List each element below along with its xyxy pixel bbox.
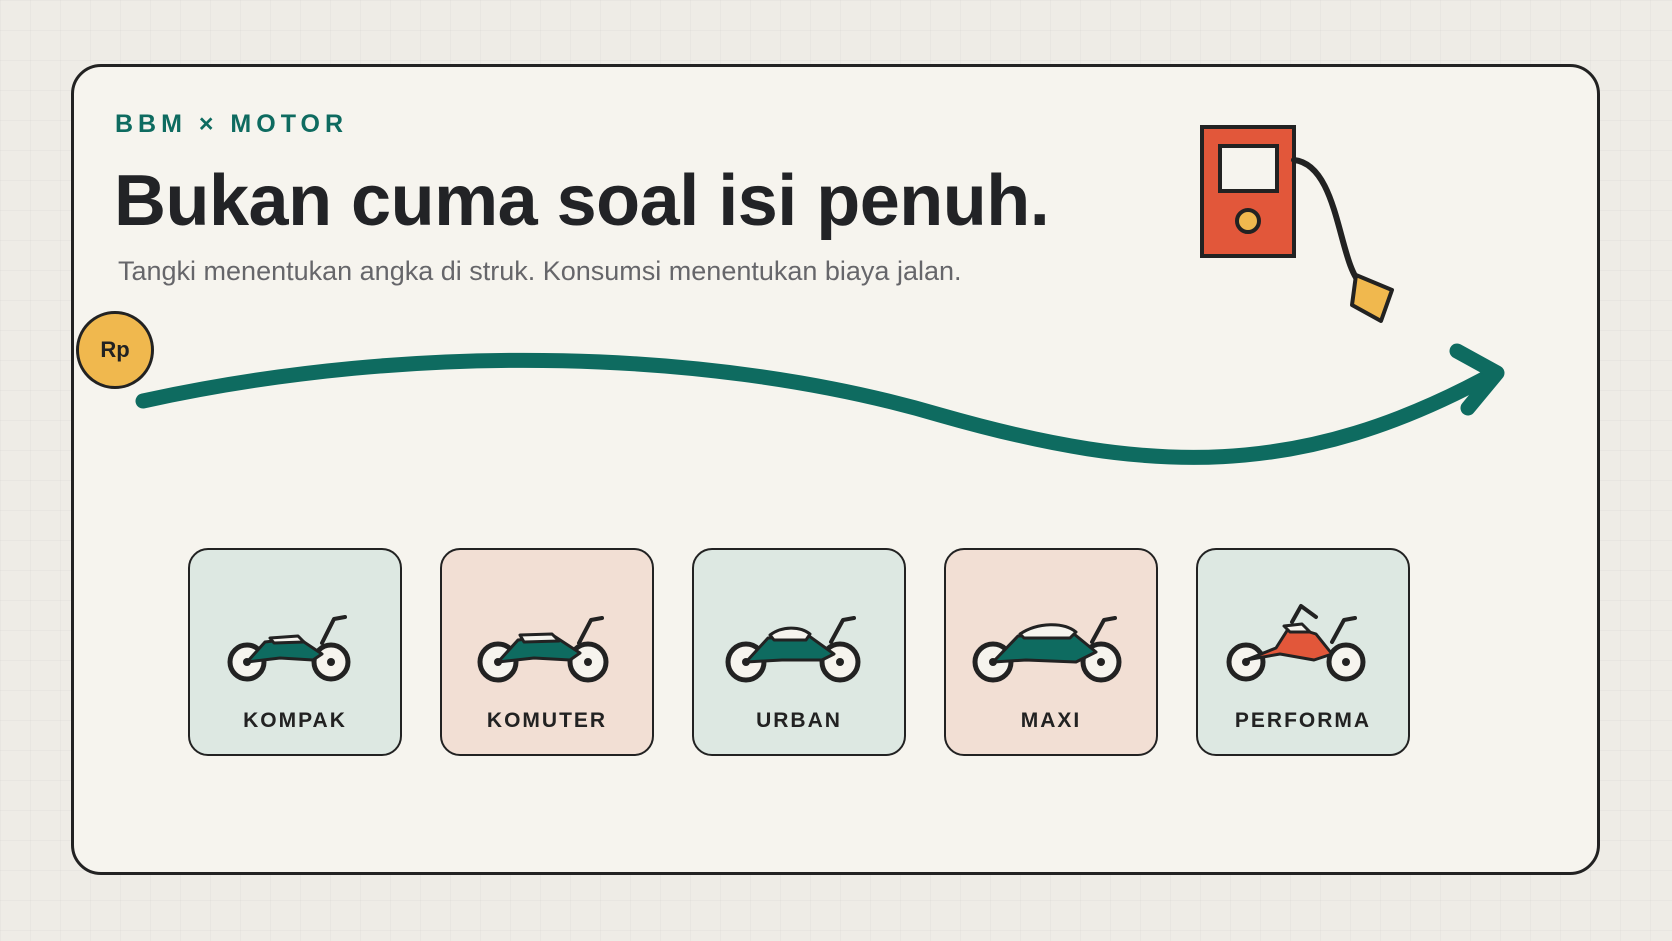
category-list: KOMPAK KOMUTER URBAN <box>188 548 1410 756</box>
kicker-label: BBM × MOTOR <box>115 110 349 138</box>
motorcycle-icon <box>1226 604 1366 682</box>
page-subtitle: Tangki menentukan angka di struk. Konsum… <box>118 256 962 286</box>
category-tile-urban[interactable]: URBAN <box>692 548 906 756</box>
page-title: Bukan cuma soal isi penuh. <box>114 161 1050 241</box>
category-label: MAXI <box>1020 709 1082 732</box>
motorcycle-icon <box>227 615 351 682</box>
motorcycle-icon <box>972 616 1122 683</box>
category-tile-kompak[interactable]: KOMPAK <box>188 548 402 756</box>
category-label: KOMUTER <box>486 709 608 732</box>
category-label: KOMPAK <box>243 709 347 732</box>
category-label: PERFORMA <box>1234 709 1372 732</box>
category-tile-komuter[interactable]: KOMUTER <box>440 548 654 756</box>
category-label: URBAN <box>756 709 842 732</box>
category-tile-performa[interactable]: PERFORMA <box>1196 548 1410 756</box>
motorcycle-icon <box>725 616 861 683</box>
motorcycle-icon <box>477 616 609 683</box>
rupiah-coin-icon: Rp <box>76 311 154 389</box>
coin-label: Rp <box>100 337 130 362</box>
category-tile-maxi[interactable]: MAXI <box>944 548 1158 756</box>
